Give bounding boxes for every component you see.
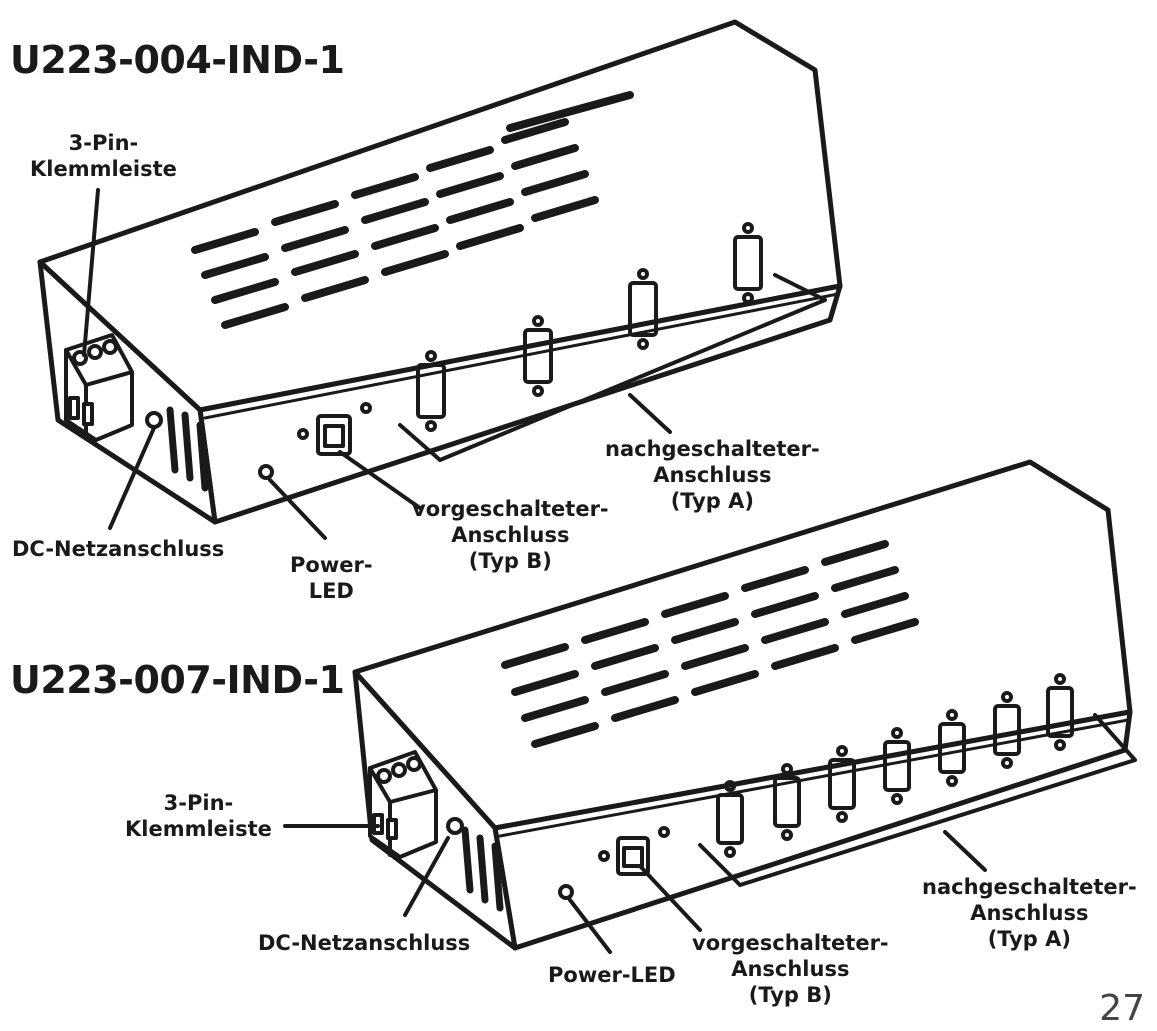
label-4-port-upstream: vorgeschalteter-Anschluss(Typ B) <box>412 497 609 573</box>
hub-4-port-drawing <box>37 19 843 540</box>
label-4-port-terminal-block: 3-Pin-Klemmleiste <box>30 131 177 181</box>
label-7-port-downstream: nachgeschalteter-Anschluss(Typ A) <box>922 875 1137 951</box>
model-title-4-port: U223-004-IND-1 <box>10 38 345 82</box>
hub-7-port-drawing <box>283 459 1137 954</box>
label-4-port-dc-power: DC-Netzanschluss <box>12 537 225 561</box>
label-7-port-upstream: vorgeschalteter-Anschluss(Typ B) <box>692 931 889 1007</box>
label-7-port-power-led: Power-LED <box>548 963 676 987</box>
model-title-7-port: U223-007-IND-1 <box>10 658 345 702</box>
label-4-port-power-led: Power-LED <box>290 553 373 603</box>
label-4-port-downstream: nachgeschalteter-Anschluss(Typ A) <box>605 437 820 513</box>
label-7-port-dc-power: DC-Netzanschluss <box>258 931 471 955</box>
page-number: 27 <box>1099 988 1145 1029</box>
label-7-port-terminal-block: 3-Pin-Klemmleiste <box>125 791 272 841</box>
